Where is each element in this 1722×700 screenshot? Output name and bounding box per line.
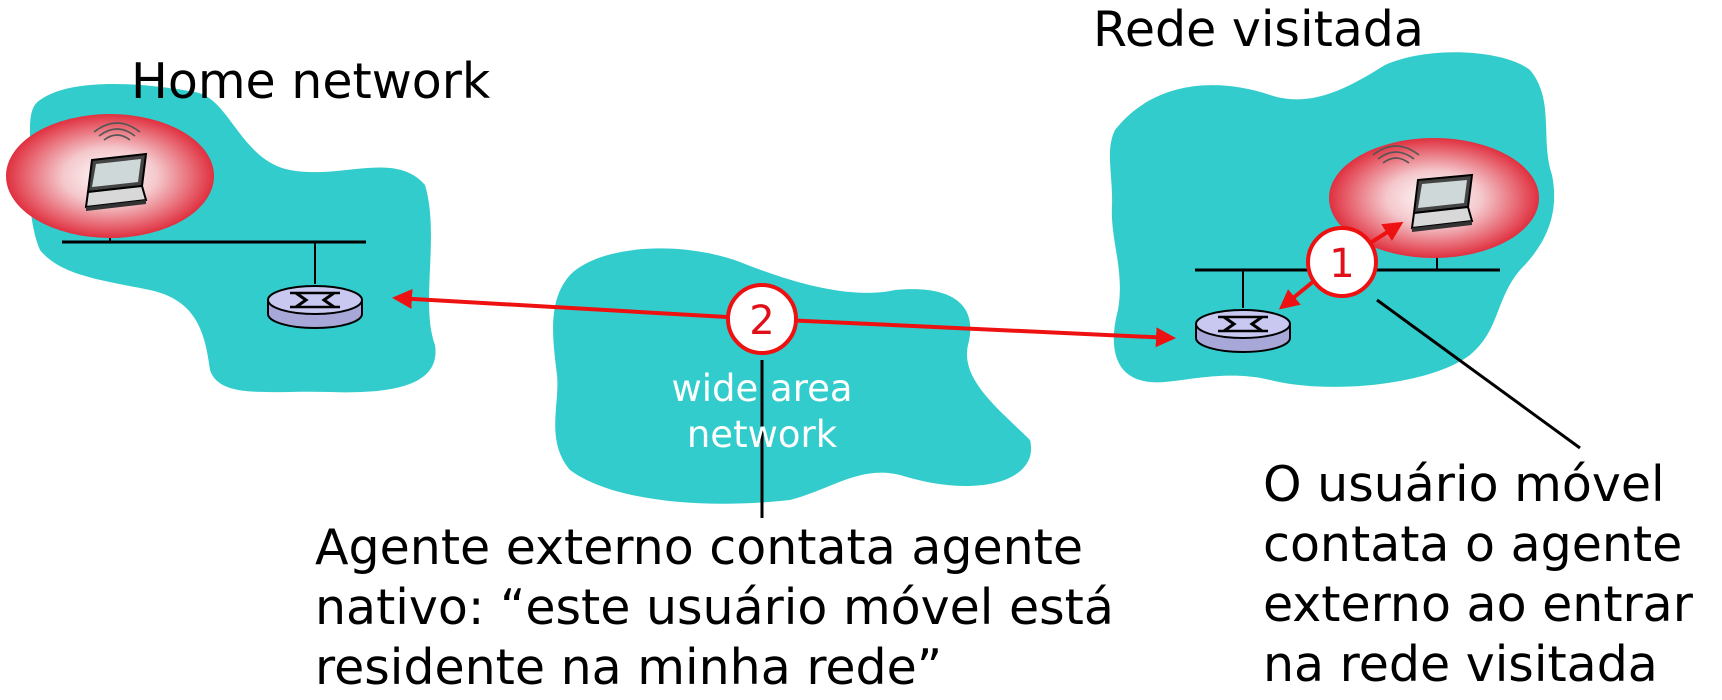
- home-router: [267, 285, 363, 329]
- visited-router: [1195, 309, 1291, 353]
- home-mobile-host: [6, 114, 214, 238]
- mobile-user-callout-line: [1376, 298, 1581, 450]
- foreign-agent-caption-line2: nativo: “este usuário móvel está: [315, 579, 1114, 636]
- step-1-label: 1: [1329, 241, 1354, 287]
- wireless-signal-icon: [93, 122, 141, 141]
- mobile-user-caption-line4: na rede visitada: [1263, 636, 1658, 693]
- arrow-to-foreign-agent: [761, 317, 1176, 348]
- visited-network-cloud: [1109, 52, 1555, 387]
- router-icon: [1218, 315, 1268, 333]
- foreign-agent-caption-line1: Agente externo contata agente: [315, 519, 1084, 576]
- laptop-icon: [1410, 173, 1474, 232]
- step-2-label: 2: [749, 298, 774, 344]
- mobile-user-caption-line3: externo ao entrar: [1263, 576, 1693, 633]
- home-network-label: Home network: [131, 53, 491, 110]
- foreign-agent-caption-line3: residente na minha rede”: [315, 639, 943, 696]
- foreign-agent-caption: Agente externo contata agente nativo: “e…: [315, 518, 1114, 698]
- wan-label: wide area network: [652, 366, 872, 458]
- visited-network-label: Rede visitada: [1093, 1, 1424, 58]
- wan-label-line2: network: [686, 413, 838, 456]
- wireless-signal-icon: [1372, 145, 1420, 164]
- laptop-icon: [84, 152, 148, 211]
- wan-label-line1: wide area: [671, 367, 853, 410]
- arrow-to-home-agent: [392, 288, 763, 321]
- mobile-user-caption-line2: contata o agente: [1263, 516, 1683, 573]
- router-icon: [290, 291, 340, 309]
- step-2-marker: 2: [726, 283, 798, 355]
- step-1-marker: 1: [1306, 226, 1378, 298]
- mobile-user-caption: O usuário móvel contata o agente externo…: [1263, 455, 1693, 695]
- mobile-user-caption-line1: O usuário móvel: [1263, 456, 1665, 513]
